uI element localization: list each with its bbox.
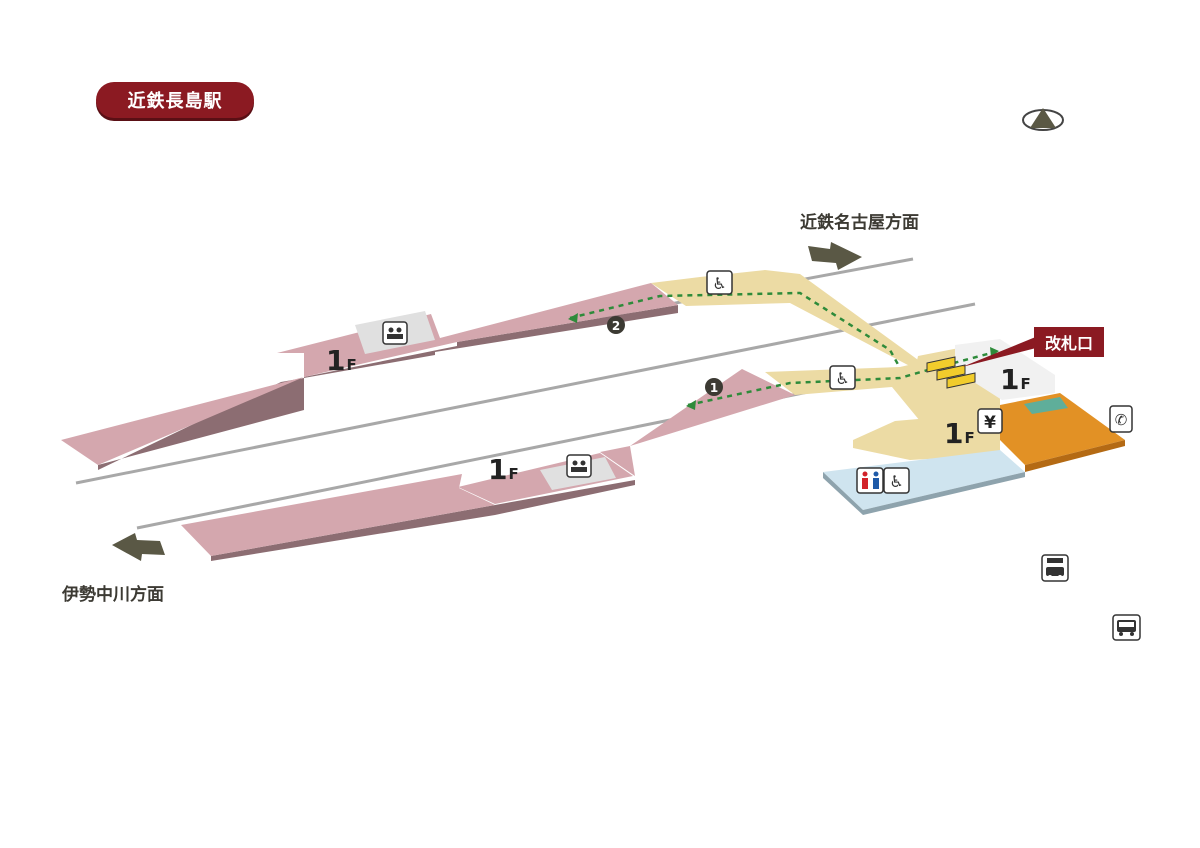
floor-suffix: F: [1020, 375, 1031, 393]
svg-text:♿: ♿: [835, 369, 849, 388]
waiting-seat-icon: [382, 321, 408, 345]
platform-number-1: 1: [705, 378, 723, 396]
ticket-gate-label: 改札口: [1034, 327, 1104, 357]
floor-number: 1: [944, 417, 964, 450]
gate-hall: [955, 339, 1055, 400]
wheelchair-slope-icon: ♿: [706, 270, 733, 295]
ticket-machine-icon: ¥: [977, 408, 1003, 434]
svg-text:♿: ♿: [712, 274, 726, 293]
telephone-icon: ✆: [1109, 405, 1133, 433]
floor-number: 1: [488, 453, 508, 486]
floor-number: 1: [1000, 363, 1020, 396]
floor-label-gate-area: 1F: [1000, 366, 1031, 394]
route-to-platform-2: [569, 291, 902, 369]
platform-number-2: 2: [607, 316, 625, 334]
platform-number-2-text: 2: [612, 319, 620, 333]
accessible-toilet-icon: ♿: [883, 467, 910, 494]
floor-label-concourse: 1F: [944, 420, 975, 448]
arrow-to-nagoya-icon: [808, 242, 862, 270]
gate-pointer: [962, 336, 1040, 367]
floor-suffix: F: [346, 356, 357, 374]
arrow-to-ise-nakagawa-icon: [112, 533, 165, 561]
platform-number-1-text: 1: [710, 381, 718, 395]
floor-suffix: F: [964, 429, 975, 447]
station-name-badge: 近鉄長島駅: [96, 82, 254, 118]
svg-text:♿: ♿: [889, 472, 903, 491]
floor-label-platform-2: 1F: [326, 347, 357, 375]
direction-label-ise-nakagawa: 伊勢中川方面: [62, 585, 164, 605]
floor-number: 1: [326, 344, 346, 377]
taxi-icon: [1041, 554, 1069, 582]
bus-icon: [1112, 614, 1141, 641]
north-icon: [1022, 108, 1064, 131]
svg-text:✆: ✆: [1115, 411, 1128, 429]
direction-label-nagoya: 近鉄名古屋方面: [800, 213, 919, 233]
ticket-gates: [926, 356, 976, 389]
toilet-area: [823, 450, 1025, 510]
waiting-seat-icon: [566, 454, 592, 478]
floor-suffix: F: [508, 465, 519, 483]
floor-label-platform-1: 1F: [488, 456, 519, 484]
svg-text:¥: ¥: [984, 413, 996, 433]
platform-2: [61, 283, 678, 470]
toilet-icon: [856, 467, 884, 494]
track-line: [75, 302, 976, 485]
wheelchair-slope-icon: ♿: [829, 365, 856, 390]
